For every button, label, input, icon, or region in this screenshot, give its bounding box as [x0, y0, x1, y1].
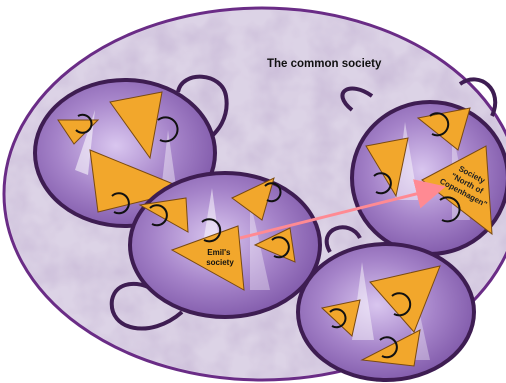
diagram-canvas: The common society Emil's society	[0, 0, 506, 383]
